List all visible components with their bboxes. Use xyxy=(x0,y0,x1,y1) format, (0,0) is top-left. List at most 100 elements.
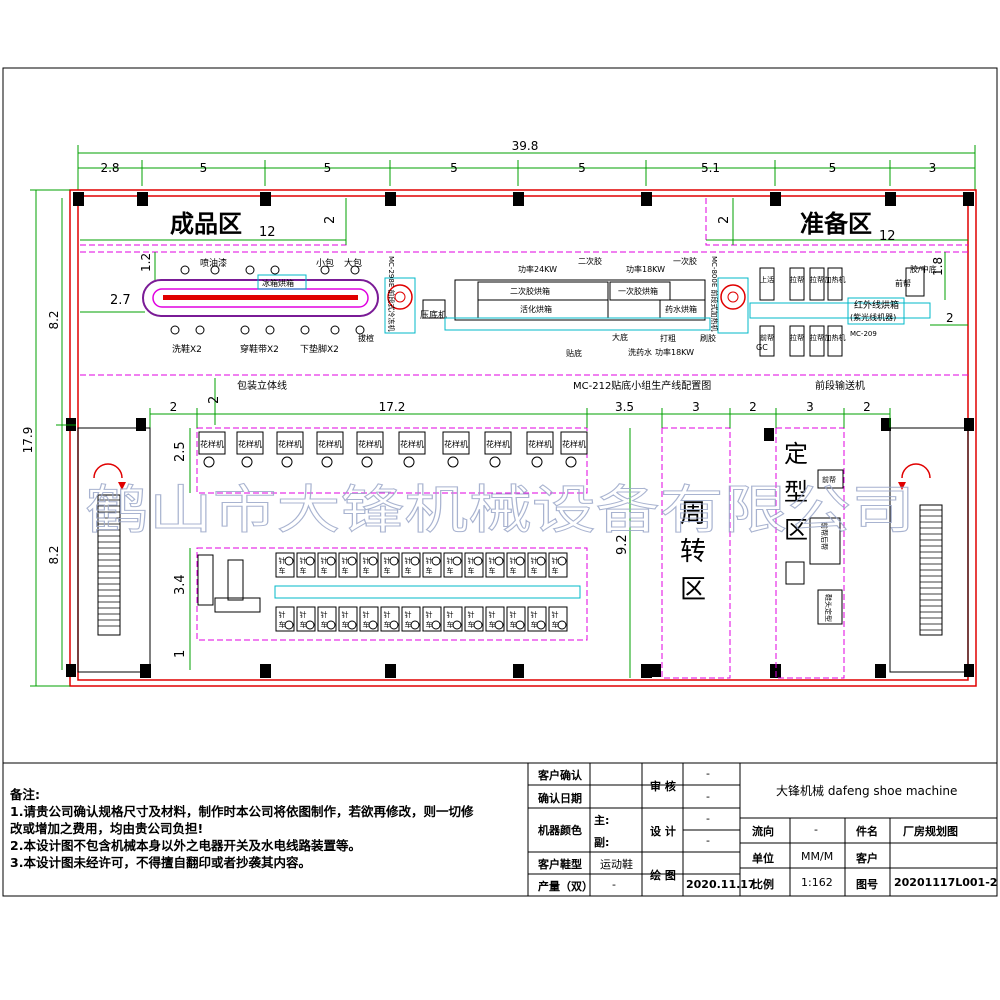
sewing-operator xyxy=(305,620,315,630)
sewing-operator xyxy=(347,556,357,566)
dim-top-segment-label: 5 xyxy=(829,161,837,175)
main-dryer-line xyxy=(454,279,706,321)
sewing-operator xyxy=(368,556,378,566)
sewing-operator xyxy=(389,556,399,566)
column xyxy=(386,664,396,677)
sewing-machine xyxy=(275,552,295,578)
sewing-operator xyxy=(557,556,567,566)
label-rough: 打粗 xyxy=(660,333,676,343)
sample-operator xyxy=(489,456,501,468)
column-corner xyxy=(963,192,974,206)
sewing-machine xyxy=(338,552,358,578)
ir-dryer-sub: (紫光线机器) xyxy=(850,312,896,322)
sewing-machine-label: 针 xyxy=(447,556,454,565)
station-bottom-label: 加热机 xyxy=(825,333,846,342)
label-glue1: 一次胶 xyxy=(673,256,697,266)
column-top xyxy=(260,192,271,206)
sewing-machine xyxy=(422,606,442,632)
zone-turnover-1: 周 xyxy=(680,499,706,529)
sewing-machine-label: 针 xyxy=(363,556,370,565)
sewing-operator xyxy=(389,620,399,630)
sewing-machine-label: 针 xyxy=(426,556,433,565)
sewing-operator xyxy=(284,556,294,566)
label-packing-line: 包装立体线 xyxy=(237,379,287,392)
zone-setting-2: 型 xyxy=(784,478,808,506)
zone-turnover-3: 区 xyxy=(680,575,706,605)
tb-part-label: 件名 xyxy=(856,825,878,838)
stair-treads-right xyxy=(920,509,942,631)
zone-finished-gap: 2 xyxy=(323,216,338,224)
sample-machine xyxy=(398,431,426,455)
column xyxy=(136,418,146,431)
dimension-left-height-upper: 8.2 xyxy=(47,310,61,329)
tb-scale-label: 比例 xyxy=(752,878,774,891)
tb-drawing-no-label: 图号 xyxy=(856,878,878,891)
machine-spray: 喷油漆 xyxy=(200,257,227,269)
machine-wash: 洗鞋X2 xyxy=(172,343,202,355)
station-top xyxy=(759,267,775,301)
sewing-machine-label: 针 xyxy=(342,556,349,565)
label-power24: 功率24KW xyxy=(518,264,557,274)
note-line-1: 1.请贵公司确认规格尺寸及材料，制作时本公司将依图制作，若欲再修改，则一切修 xyxy=(10,804,474,819)
cutting-table xyxy=(197,554,261,613)
sewing-machine-label: 车 xyxy=(279,566,286,575)
tb-part: 厂房规划图 xyxy=(903,825,958,838)
note-line-3: 2.本设计图不包含机械本身以外之电器开关及水电线路装置等。 xyxy=(10,838,361,853)
sample-machine-label: 花样机 xyxy=(238,439,262,449)
sewing-machine xyxy=(317,552,337,578)
sample-machine-label: 花样机 xyxy=(400,439,424,449)
sewing-machine xyxy=(275,606,295,632)
sewing-operator xyxy=(515,556,525,566)
dimension-left-height-lower: 8.2 xyxy=(47,545,61,564)
tb-machine-color: 机器颜色 xyxy=(538,824,582,837)
zone-prep-label: 准备区 xyxy=(800,210,872,238)
sample-operator xyxy=(361,456,373,468)
column xyxy=(964,418,974,431)
watermark: 鹤山市大锋机械设备有限公司 xyxy=(85,481,915,541)
sewing-machine-label: 车 xyxy=(531,566,538,575)
sewing-operator xyxy=(536,556,546,566)
sewing-machine-label: 针 xyxy=(468,556,475,565)
sewing-machine-label: 针 xyxy=(384,556,391,565)
dim-turnover-height: 9.2 xyxy=(615,534,630,555)
sewing-machine-label: 车 xyxy=(489,620,496,629)
column xyxy=(964,664,974,677)
lower-vertical-dims xyxy=(189,378,631,678)
label-front-conveyor: 前段输送机 xyxy=(815,379,865,392)
dim-top-segment-label: 5 xyxy=(450,161,458,175)
dim-top-segment-label: 5 xyxy=(324,161,332,175)
station-bottom xyxy=(827,325,843,357)
sewing-machine-label: 针 xyxy=(405,610,412,619)
sewing-operator xyxy=(368,620,378,630)
sewing-machine-label: 车 xyxy=(321,566,328,575)
gc-label: GC xyxy=(756,343,768,352)
mc-209-label: MC-209 xyxy=(850,330,877,338)
zone-finished-label: 成品区 xyxy=(170,210,242,238)
tb-flow: - xyxy=(814,823,818,836)
tb-customer-confirm: 客户确认 xyxy=(538,769,582,782)
staircase-right xyxy=(889,427,969,673)
sewing-machine-label: 针 xyxy=(279,610,286,619)
sewing-operator xyxy=(452,620,462,630)
setting-front-back: 前帮后帮 xyxy=(820,522,829,550)
tb-output-label: 产量（双） xyxy=(538,880,593,893)
column-top xyxy=(770,192,781,206)
dim-lower-segment-label: 2 xyxy=(170,400,178,414)
note-line-2: 改或增加之费用，均由贵公司负担! xyxy=(10,821,204,836)
sewing-operator xyxy=(557,620,567,630)
sewing-machine xyxy=(485,552,505,578)
operator-seat xyxy=(320,265,330,275)
tb-drawing: 绘 图 xyxy=(650,869,676,882)
dim-top-gap: 1.2 xyxy=(139,253,153,272)
column xyxy=(513,664,523,677)
sewing-machine-label: 车 xyxy=(447,620,454,629)
label-brush: 刷胶 xyxy=(700,333,716,343)
zone-setting-1: 定 xyxy=(784,440,808,468)
packing-conveyor xyxy=(142,274,379,317)
zone-finished-length: 12 xyxy=(259,225,276,240)
sample-machine xyxy=(526,431,554,455)
tb-dash-1: - xyxy=(706,767,710,780)
label-dryer2: 二次胶烘箱 xyxy=(510,286,550,296)
tb-drawing-no: 20201117L001-2 xyxy=(894,876,998,889)
